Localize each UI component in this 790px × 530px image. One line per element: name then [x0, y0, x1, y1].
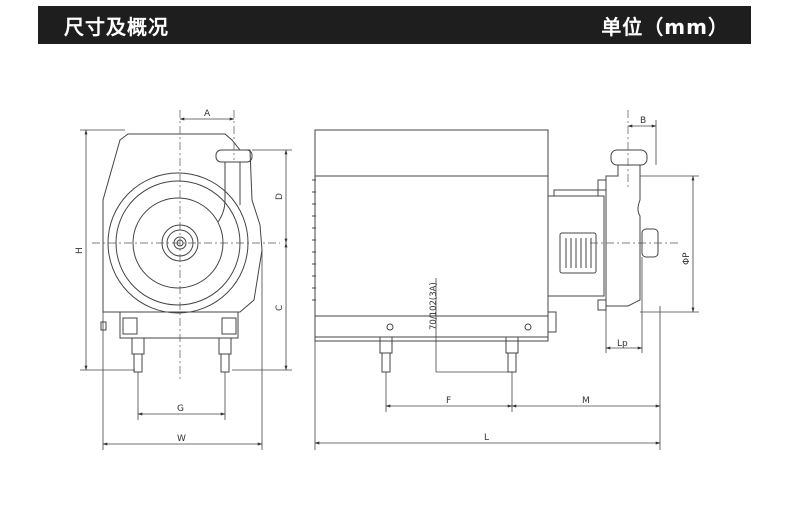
side-foot-left-stem	[381, 352, 391, 373]
front-centerlines	[92, 110, 280, 380]
dim-label-a: A	[204, 109, 211, 119]
foot-right-nut	[218, 337, 232, 355]
dim-label-l: L	[484, 433, 489, 443]
side-screw	[100, 321, 107, 331]
dim-label-d: D	[275, 193, 285, 200]
side-foot-right-stem	[507, 352, 517, 373]
dim-label-h: H	[75, 247, 85, 254]
side-view	[312, 129, 659, 373]
base-slot-left	[122, 317, 138, 335]
dim-label-g: G	[177, 404, 184, 414]
side-foot-left-nut	[379, 336, 393, 354]
adapter-window	[559, 232, 597, 274]
front-view	[100, 133, 263, 373]
dim-label-w: W	[177, 434, 186, 444]
base-plate	[314, 336, 549, 342]
dim-label-c: C	[275, 305, 285, 311]
dim-label-b: B	[640, 116, 646, 126]
pump-head	[605, 164, 641, 307]
dim-label-lp: Lp	[617, 339, 628, 349]
side-centerlines	[590, 110, 680, 244]
base-slot-right	[221, 317, 237, 335]
motor-fins	[312, 179, 316, 301]
front-dimension-lines	[80, 117, 292, 450]
foot-right-stem	[220, 353, 230, 373]
dim-label-m: M	[582, 396, 590, 406]
pump-casing	[102, 133, 263, 313]
section-title: 尺寸及概况	[64, 14, 169, 39]
outlet-flange	[215, 149, 253, 163]
unit-label: 单位（mm）	[601, 14, 729, 39]
foot-left-nut	[131, 337, 145, 355]
header-bar: 尺寸及概况 单位（mm）	[38, 6, 751, 44]
base-edge	[547, 311, 557, 333]
base-block	[119, 311, 239, 339]
foot-left-stem	[133, 353, 143, 373]
dim-label-phip: ΦP	[682, 252, 692, 265]
side-outlet-flange	[610, 149, 648, 166]
dim-label-height-note: 70/102(3A)	[429, 282, 439, 330]
side-dimension-lines	[314, 120, 699, 450]
side-foot-right-nut	[505, 336, 519, 354]
dim-label-f: F	[446, 396, 451, 406]
outlet-pipe	[217, 162, 241, 223]
adapter-slots	[565, 238, 592, 268]
